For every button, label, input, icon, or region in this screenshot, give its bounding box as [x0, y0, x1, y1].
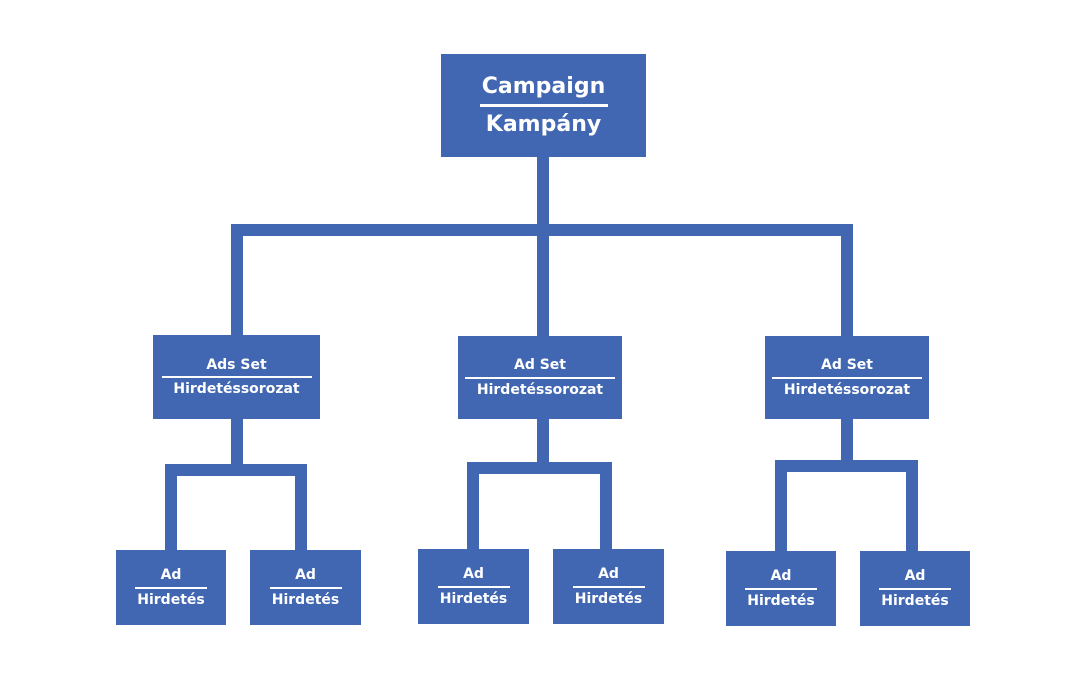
- connector-adset-3-bus: [775, 460, 918, 472]
- ad-node-3b: Ad Hirdetés: [860, 551, 970, 626]
- connector-campaign-stem: [537, 155, 549, 230]
- connector-adset-2-drop: [537, 224, 549, 337]
- ad-set-divider: [161, 376, 312, 378]
- ad-title: Ad: [598, 566, 619, 583]
- campaign-subtitle: Kampány: [485, 111, 602, 137]
- connector-adset-2-stem: [537, 418, 549, 468]
- connector-adset-1-bus: [165, 464, 307, 476]
- connector-adset-1-drop: [231, 224, 243, 337]
- ad-set-divider: [465, 376, 615, 379]
- connector-adset-3-drop: [841, 224, 853, 337]
- ad-set-title: Ads Set: [206, 356, 267, 373]
- connector-adset-2-bus: [467, 462, 612, 474]
- connector-ad-1b-drop: [295, 464, 307, 551]
- ad-node-2a: Ad Hirdetés: [418, 549, 529, 624]
- campaign-node: Campaign Kampány: [441, 54, 646, 157]
- ad-subtitle: Hirdetés: [747, 592, 815, 609]
- ad-node-3a: Ad Hirdetés: [726, 551, 836, 626]
- campaign-divider: [479, 103, 608, 107]
- ad-title: Ad: [463, 566, 484, 583]
- ad-divider: [879, 587, 951, 590]
- connector-adset-1-stem: [231, 418, 243, 470]
- ad-set-title: Ad Set: [513, 357, 566, 374]
- ad-divider: [437, 585, 510, 588]
- ad-title: Ad: [904, 568, 926, 585]
- ad-subtitle: Hirdetés: [439, 590, 508, 607]
- ad-divider: [572, 585, 645, 588]
- ad-subtitle: Hirdetés: [271, 591, 340, 608]
- ad-title: Ad: [295, 567, 316, 584]
- ad-set-node-2: Ad Set Hirdetéssorozat: [458, 336, 622, 419]
- ad-set-subtitle: Hirdetéssorozat: [173, 381, 300, 397]
- ad-set-node-1: Ads Set Hirdetéssorozat: [153, 335, 320, 419]
- ad-subtitle: Hirdetés: [574, 590, 643, 607]
- connector-ad-2a-drop: [467, 462, 479, 550]
- connector-ad-1a-drop: [165, 464, 177, 551]
- connector-ad-2b-drop: [600, 462, 612, 550]
- ad-set-subtitle: Hirdetéssorozat: [476, 381, 604, 398]
- ad-divider: [269, 586, 342, 589]
- ad-set-node-3: Ad Set Hirdetéssorozat: [765, 336, 929, 419]
- ad-node-1a: Ad Hirdetés: [116, 550, 226, 625]
- ad-set-title: Ad Set: [820, 357, 873, 374]
- ad-title: Ad: [160, 567, 182, 584]
- ad-node-2b: Ad Hirdetés: [553, 549, 664, 624]
- ad-set-subtitle: Hirdetéssorozat: [783, 381, 911, 398]
- connector-ad-3b-drop: [906, 460, 918, 552]
- ad-subtitle: Hirdetés: [137, 591, 205, 608]
- campaign-title: Campaign: [481, 74, 606, 100]
- ad-divider: [745, 587, 817, 590]
- ad-subtitle: Hirdetés: [881, 592, 949, 609]
- connector-ad-3a-drop: [775, 460, 787, 552]
- ad-divider: [135, 586, 207, 589]
- ad-title: Ad: [770, 568, 792, 585]
- ad-node-1b: Ad Hirdetés: [250, 550, 361, 625]
- ad-set-divider: [772, 376, 922, 379]
- connector-adset-3-stem: [841, 418, 853, 466]
